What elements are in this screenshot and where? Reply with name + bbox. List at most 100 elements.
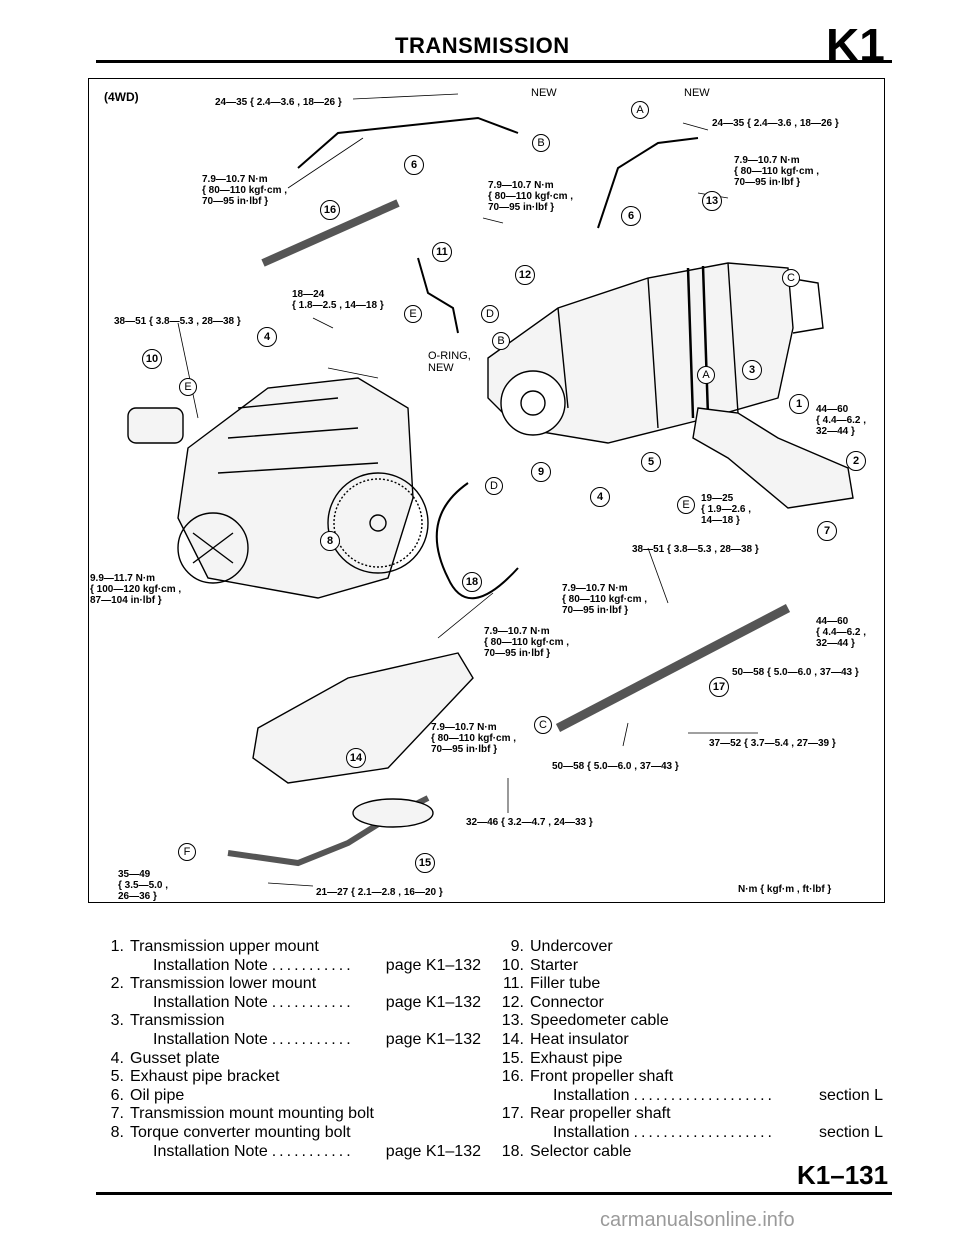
item-name: Starter <box>530 956 579 974</box>
letter-b: B <box>532 134 550 152</box>
item-number: 10. <box>501 956 524 974</box>
rear-propeller-shaft-drawing <box>555 604 791 732</box>
torque-label: 21—27 { 2.1—2.8 , 16—20 } <box>316 887 443 898</box>
letter-a: A <box>631 101 649 119</box>
legend-item: 2. Transmission lower mount Installation … <box>98 975 481 1012</box>
section-code: K1 <box>826 19 885 71</box>
torque-label: 7.9—10.7 N·m { 80—110 kgf·cm , 70—95 in·… <box>562 583 648 616</box>
legend-item: 1.Transmission upper mount Installation … <box>98 938 481 975</box>
torque-label: 7.9—10.7 N·m { 80—110 kgf·cm , 70—95 in·… <box>488 180 574 213</box>
torque-label: 44—60 { 4.4—6.2 , 32—44 } <box>816 404 867 437</box>
item-number: 1. <box>110 938 124 955</box>
item-number: 4. <box>110 1049 124 1067</box>
item-name: Filler tube <box>530 975 601 993</box>
item-number: 12. <box>501 993 524 1011</box>
item-name: Transmission <box>130 1012 225 1030</box>
letter-e: E <box>404 305 422 323</box>
torque-label: 50—58 { 5.0—6.0 , 37—43 } <box>552 761 679 772</box>
legend-item: 16.Front propeller shaft Installation...… <box>498 1068 883 1105</box>
item-name: Transmission lower mount <box>130 975 317 993</box>
item-name: Front propeller shaft <box>530 1068 674 1086</box>
item-ref: section L <box>818 1086 883 1104</box>
legend-right: 9. Undercover 10. Starter 11. Filler tube 1… <box>498 938 883 1161</box>
callout-13: 13 <box>702 191 722 211</box>
item-ref: section L <box>818 1123 883 1141</box>
selector-cable-drawing <box>435 482 519 600</box>
item-ref: page K1–132 <box>385 1142 481 1160</box>
torque-label: 38—51 { 3.8—5.3 , 28—38 } <box>632 544 759 555</box>
item-number: 14. <box>501 1030 524 1048</box>
item-sub: Installation Note <box>153 993 268 1011</box>
callout-2: 2 <box>846 451 866 471</box>
footer-rule <box>96 1192 892 1195</box>
watermark-text: carmanualsonline.info <box>600 1209 795 1231</box>
callout-17: 17 <box>709 677 729 697</box>
item-name: Undercover <box>530 938 613 955</box>
letter-d: D <box>481 305 499 323</box>
callout-3: 3 <box>742 360 762 380</box>
item-sub: Installation Note <box>153 1142 268 1160</box>
item-name: Exhaust pipe bracket <box>130 1068 280 1086</box>
item-number: 13. <box>501 1012 524 1030</box>
heat-insulator-drawing <box>252 652 474 784</box>
callout-10: 10 <box>142 349 162 369</box>
item-ref: page K1–132 <box>385 956 481 974</box>
item-name: Connector <box>530 993 604 1011</box>
legend-item: 4. Gusset plate <box>98 1050 481 1069</box>
callout-8: 8 <box>320 531 340 551</box>
item-number: 6. <box>110 1086 124 1104</box>
transmission-drawing <box>487 262 824 444</box>
item-sub: Installation Note <box>153 1030 268 1048</box>
item-number: 16. <box>501 1068 524 1086</box>
letter-c: C <box>782 269 800 287</box>
letter-e: E <box>677 496 695 514</box>
page-number: K1–131 <box>797 1160 889 1190</box>
item-number: 2. <box>110 975 124 993</box>
callout-1: 1 <box>789 394 809 414</box>
callout-18: 18 <box>462 572 482 592</box>
callout-15: 15 <box>415 853 435 873</box>
item-name: Speedometer cable <box>530 1012 669 1030</box>
item-name: Heat insulator <box>530 1030 629 1048</box>
letter-a: A <box>697 366 715 384</box>
torque-label: 44—60 { 4.4—6.2 , 32—44 } <box>816 616 867 649</box>
header-rule <box>96 60 892 63</box>
item-number: 9. <box>510 938 524 955</box>
callout-6: 6 <box>404 155 424 175</box>
item-name: Exhaust pipe <box>530 1049 623 1067</box>
torque-label: 7.9—10.7 N·m { 80—110 kgf·cm , 70—95 in·… <box>431 722 517 755</box>
item-sub: Installation Note <box>153 956 268 974</box>
item-sub: Installation <box>553 1086 630 1104</box>
torque-label: 32—46 { 3.2—4.7 , 24—33 } <box>466 817 593 828</box>
legend-item: 14. Heat insulator <box>498 1031 883 1050</box>
callout-16: 16 <box>320 200 340 220</box>
engine-drawing <box>177 377 414 599</box>
legend-item: 5.Exhaust pipe bracket <box>98 1068 481 1087</box>
legend-item: 17.Rear propeller shaft Installation....… <box>498 1105 883 1142</box>
item-name: Selector cable <box>530 1142 632 1160</box>
callout-11: 11 <box>432 242 452 262</box>
letter-c: C <box>534 716 552 734</box>
item-number: 11. <box>502 975 524 993</box>
legend-item: 18.Selector cable <box>498 1143 883 1162</box>
new-label-2: NEW <box>684 87 710 99</box>
item-name: Gusset plate <box>130 1049 220 1067</box>
legend-item: 11. Filler tube <box>498 975 883 994</box>
oring-label: O-RING, NEW <box>428 350 471 374</box>
legend-item: 8.Torque converter mounting bolt Install… <box>98 1124 481 1161</box>
torque-label: 50—58 { 5.0—6.0 , 37—43 } <box>732 667 859 678</box>
item-ref: page K1–132 <box>385 993 481 1011</box>
diagram-frame <box>88 78 885 903</box>
torque-label: 24—35 { 2.4—3.6 , 18—26 } <box>712 118 839 129</box>
item-name: Transmission mount mounting bolt <box>130 1105 374 1123</box>
item-number: 7. <box>110 1105 124 1123</box>
legend-item: 7. Transmission mount mounting bolt <box>98 1105 481 1124</box>
callout-12: 12 <box>515 265 535 285</box>
page-title: TRANSMISSION <box>395 33 570 58</box>
item-ref: page K1–132 <box>385 1030 481 1048</box>
legend-item: 12. Connector <box>498 994 883 1013</box>
item-name: Rear propeller shaft <box>530 1105 671 1123</box>
legend-item: 3.Transmission Installation Note........… <box>98 1012 481 1049</box>
front-propeller-shaft-drawing <box>261 199 400 267</box>
item-sub: Installation <box>553 1123 630 1141</box>
